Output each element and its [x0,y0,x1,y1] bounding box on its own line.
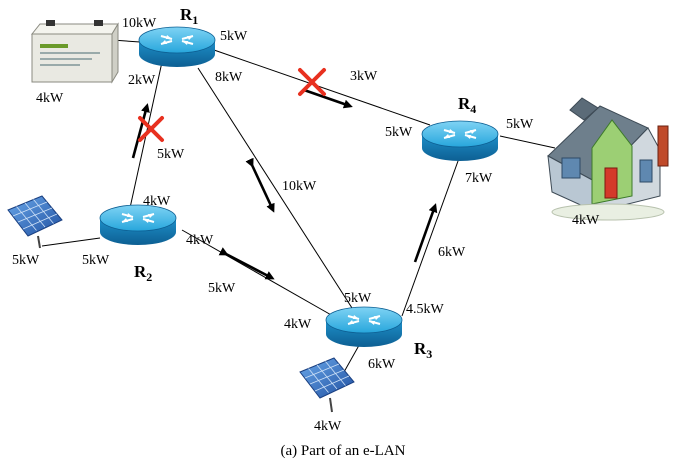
r2-r3-link-label: 5kW [208,281,236,296]
link-r3-r4 [401,149,463,317]
router-r1-label: R1 [180,5,198,27]
router-r3 [325,306,403,348]
flow-arrow-r2-r1 [131,103,150,159]
flow-arrow-r2-r3 [218,247,275,280]
r3-left-port-label: 4kW [284,317,312,332]
figure-caption: (a) Part of an e-LAN [281,443,406,459]
router-r4-label: R4 [458,94,476,116]
router-r2-label: R2 [134,262,152,284]
router-r4 [421,120,499,162]
solar-bottom-output-label: 4kW [314,419,342,434]
flow-arrow-r1-r3 [245,157,275,213]
battery-icon [30,20,119,84]
cross-icon [298,68,326,96]
flow-arrow-r1-r4 [303,88,353,109]
power-labels: 10kW 4kW 5kW 8kW 2kW 3kW 5kW 10kW 5kW 5k… [12,16,600,434]
r3-top-port-label: 5kW [344,291,372,306]
blocked-crosses [138,68,326,142]
r2-right-port-label: 4kW [186,233,214,248]
r1-r3-link-label: 10kW [282,179,317,194]
solar-left-link [41,237,101,247]
r3-right-port-label: 4.5kW [406,302,445,317]
r1-lower-right-port-label: 8kW [215,70,243,85]
flow-arrow-r3-r4 [413,203,438,263]
r4-left-port-label: 5kW [385,125,413,140]
r1-r4-link-label: 3kW [350,69,378,84]
solar-left-output-label: 5kW [12,253,40,268]
cross-icon [138,116,164,142]
r3-r4-link-label: 6kW [438,245,466,260]
r4-bottom-port-label: 7kW [465,171,493,186]
r1-right-port-label: 5kW [220,29,248,44]
solar-panel-icon [7,195,63,249]
flow-arrows [131,88,438,280]
link-r1-r3 [197,67,353,309]
house-icon [547,97,669,221]
battery-port-label: 10kW [122,16,157,31]
house-demand-label: 4kW [572,213,600,228]
router-r3-label: R3 [414,339,432,361]
router-r2 [99,204,177,246]
house-link [499,135,556,149]
r1-r2-link-label: 5kW [157,147,185,162]
battery-capacity-label: 4kW [36,91,64,106]
r1-lower-left-port-label: 2kW [128,73,156,88]
r2-top-port-label: 4kW [143,194,171,209]
r2-left-port-label: 5kW [82,253,110,268]
r4-right-port-label: 5kW [506,117,534,132]
link-r1-r4 [213,49,431,126]
router-r1 [138,26,216,68]
solar-panel-icon [299,357,355,413]
r3-bottom-port-label: 6kW [368,357,396,372]
